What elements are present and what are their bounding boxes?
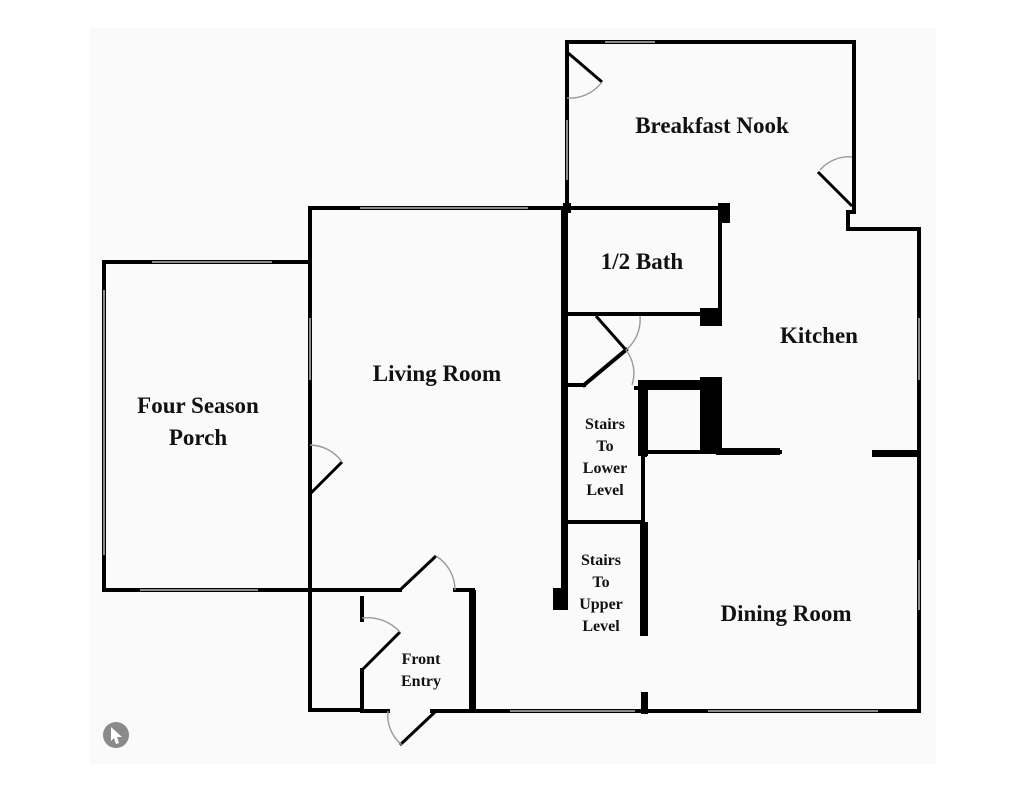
half-bath-walls (564, 206, 722, 316)
windows (103, 41, 920, 712)
arrow-cursor-icon (111, 727, 122, 744)
room-label-living-room: Living Room (373, 361, 501, 386)
stairs-upper-line2: To (592, 574, 609, 591)
room-label-half-bath: 1/2 Bath (601, 249, 684, 274)
stairs-upper-line1: Stairs (581, 552, 621, 569)
room-label-kitchen: Kitchen (780, 323, 858, 348)
room-label-breakfast-nook: Breakfast Nook (635, 113, 789, 138)
stairs-upper-line3: Upper (579, 596, 623, 613)
doors (308, 50, 854, 747)
thick-wall-blocks (469, 203, 919, 714)
room-label-porch-line2: Porch (169, 425, 228, 450)
stairs-lower-line1: Stairs (585, 416, 625, 433)
stairs-lower-line2: To (596, 438, 613, 455)
room-label-porch-line1: Four Season (137, 393, 259, 418)
room-label-front-entry-line2: Entry (401, 673, 441, 690)
stairs-upper-line4: Level (582, 618, 620, 635)
room-label-front-entry-line1: Front (402, 651, 441, 668)
plan-background (90, 28, 936, 764)
stairs-lower-line3: Lower (583, 460, 627, 477)
room-label-dining-room: Dining Room (721, 601, 852, 626)
stairs-lower-line4: Level (586, 482, 624, 499)
hall-angled-wall (581, 347, 629, 388)
nav-button[interactable] (103, 722, 129, 748)
